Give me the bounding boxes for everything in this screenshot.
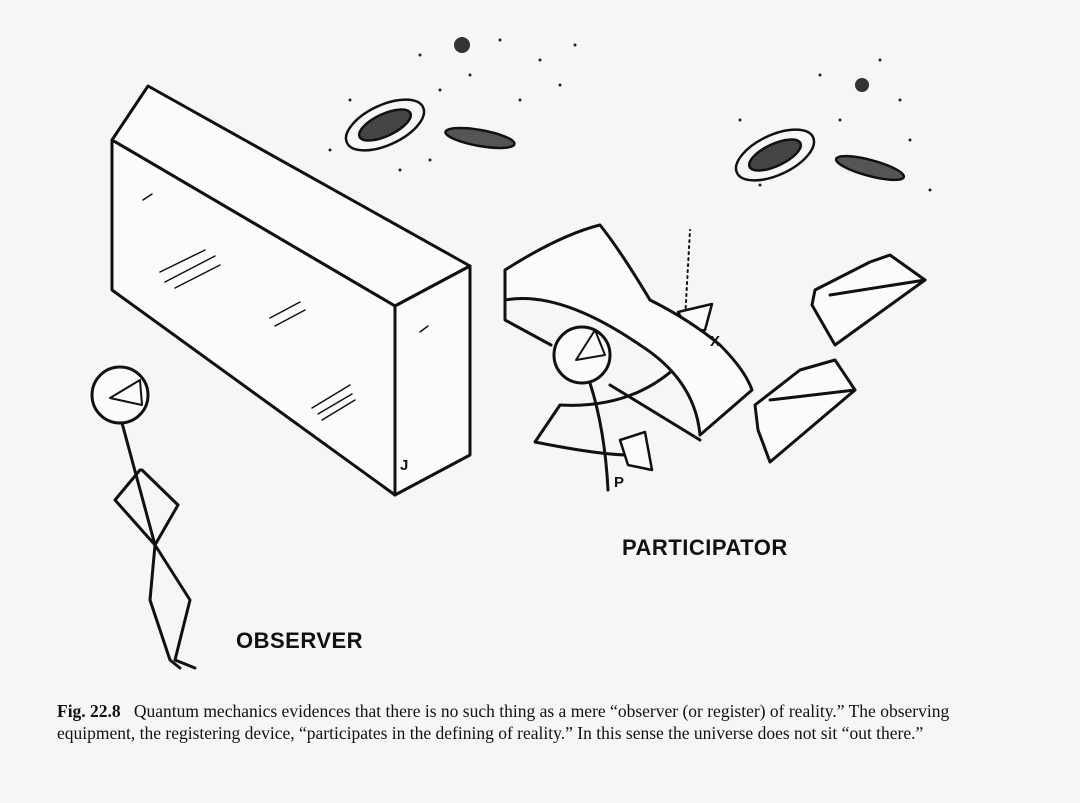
stars <box>328 38 932 192</box>
figure-number: Fig. 22.8 <box>57 701 121 721</box>
j-label: J <box>400 457 409 474</box>
block-box <box>110 84 472 497</box>
rock-fragments <box>503 223 927 464</box>
participator-figure <box>503 229 714 492</box>
p-label: P <box>614 474 625 491</box>
galaxies <box>344 37 906 182</box>
observer-label: OBSERVER <box>236 628 364 653</box>
x-label: X <box>710 333 721 350</box>
participator-label: PARTICIPATOR <box>622 535 788 560</box>
figure-caption: Fig. 22.8 Quantum mechanics evidences th… <box>57 700 967 744</box>
observer-figure <box>90 365 197 670</box>
caption-text: Quantum mechanics evidences that there i… <box>57 701 950 743</box>
